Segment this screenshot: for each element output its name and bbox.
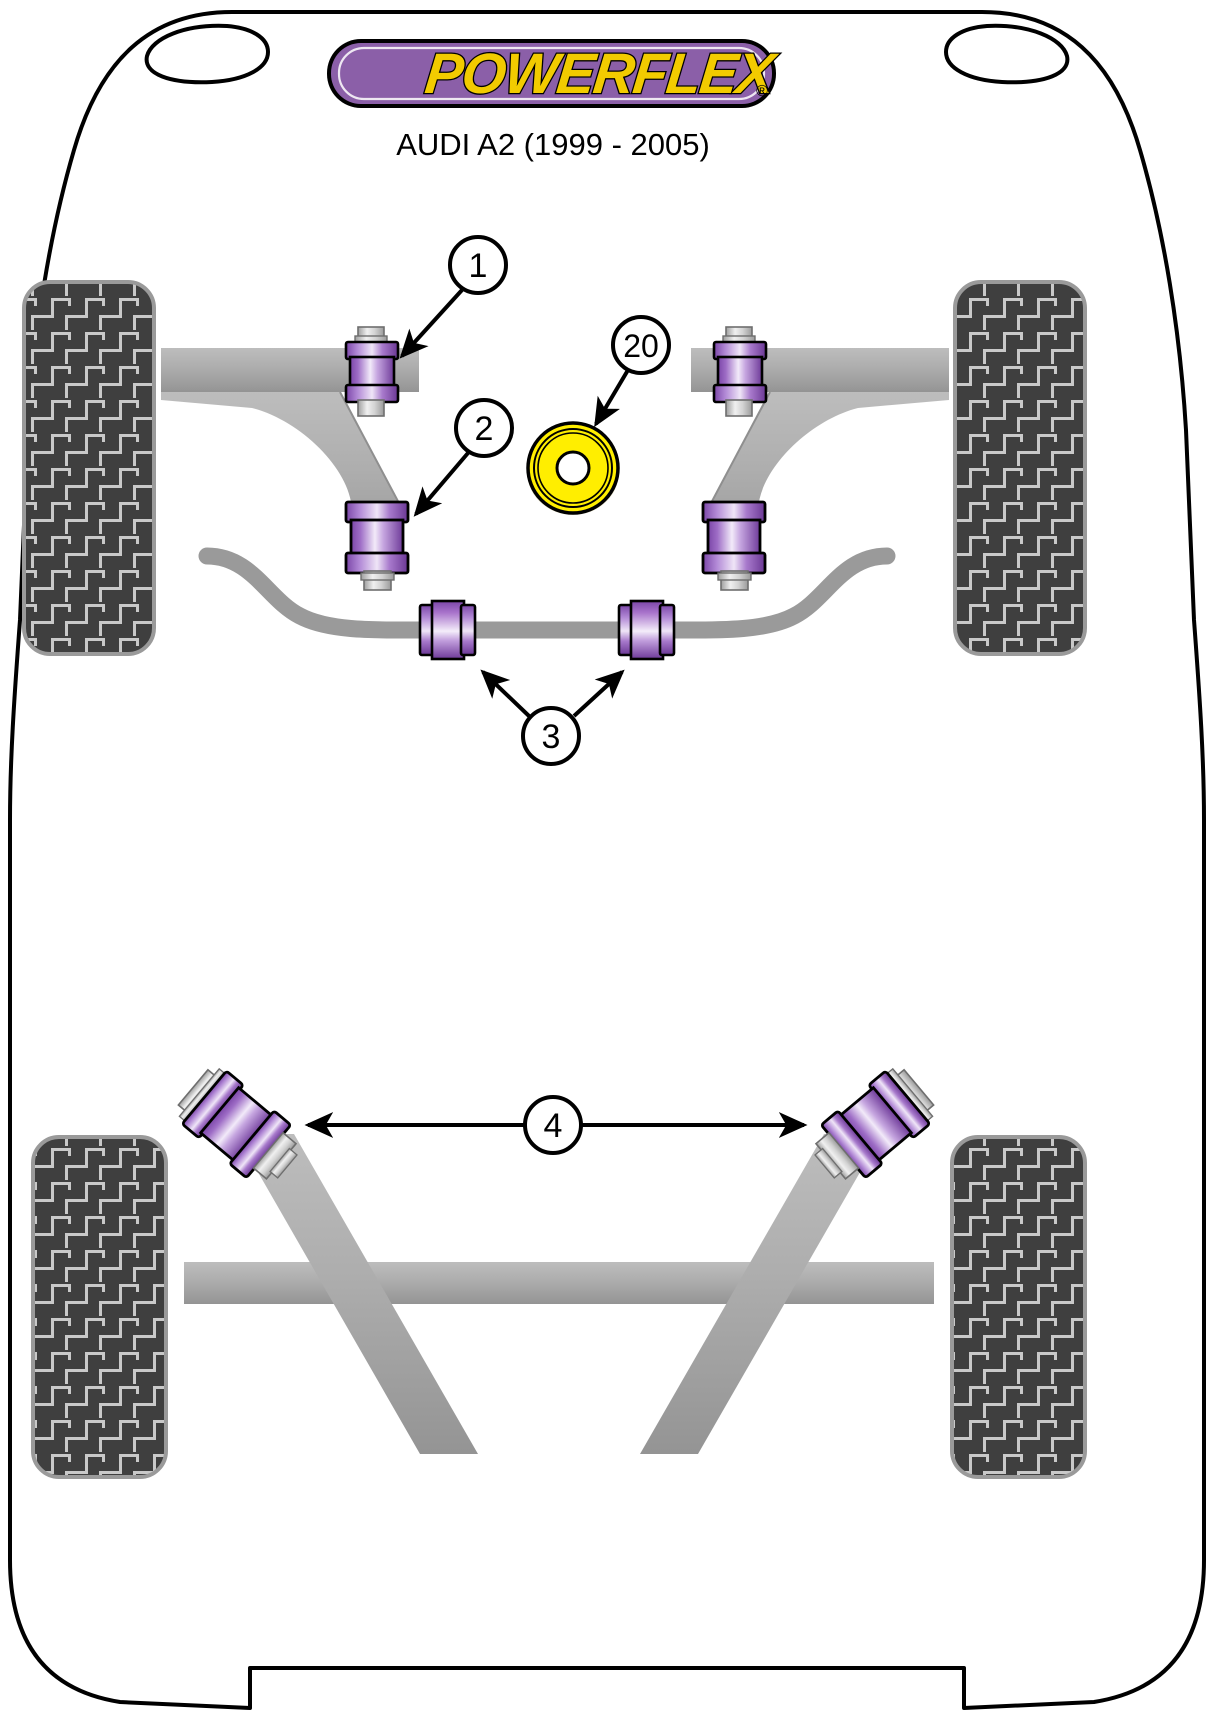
front-anti-roll-bar-bush-left <box>418 599 477 661</box>
callout-1-arrow <box>399 288 464 359</box>
front-wishbone-front-bush-right <box>712 326 768 417</box>
callout-4-label: 4 <box>544 1107 563 1145</box>
callout-4[interactable]: 4 <box>523 1095 583 1155</box>
callout-1-label: 1 <box>469 247 488 285</box>
front-anti-roll-bar-bush-right <box>617 599 676 661</box>
callout-leaders <box>304 288 808 1138</box>
page-title: AUDI A2 (1999 - 2005) <box>396 127 710 162</box>
logo-wordmark: POWERFLEX <box>422 42 780 106</box>
logo-trademark-icon: ® <box>756 83 768 100</box>
wheel-front-right <box>953 280 1087 656</box>
callout-2[interactable]: 2 <box>454 398 514 458</box>
front-wishbone-rear-bush-right <box>701 500 767 591</box>
rear-beam-mounting-bush-right <box>814 1067 935 1181</box>
callout-3-arrow-left <box>480 669 531 718</box>
rear-beam-mounting-bush-left <box>177 1067 298 1181</box>
lower-engine-mount-bush <box>526 421 620 515</box>
callout-2-arrow <box>413 451 470 517</box>
callout-1[interactable]: 1 <box>448 235 508 295</box>
callout-3[interactable]: 3 <box>521 706 581 766</box>
front-wishbone-front-bush-left <box>344 326 400 417</box>
powerflex-logo: POWERFLEX ® <box>327 39 782 108</box>
callout-3-label: 3 <box>542 718 561 756</box>
callout-20-label: 20 <box>623 328 659 364</box>
callout-2-label: 2 <box>475 410 494 448</box>
wheel-rear-right <box>950 1135 1087 1479</box>
wheel-rear-left <box>31 1135 168 1479</box>
callout-20-arrow <box>594 368 630 428</box>
callout-3-arrow-right <box>572 669 625 718</box>
front-anti-roll-bar <box>198 547 896 639</box>
rear-axle-beam <box>184 1134 934 1454</box>
callout-20[interactable]: 20 <box>611 315 671 375</box>
wheel-front-left <box>22 280 156 656</box>
front-wishbone-rear-bush-left <box>344 500 410 591</box>
